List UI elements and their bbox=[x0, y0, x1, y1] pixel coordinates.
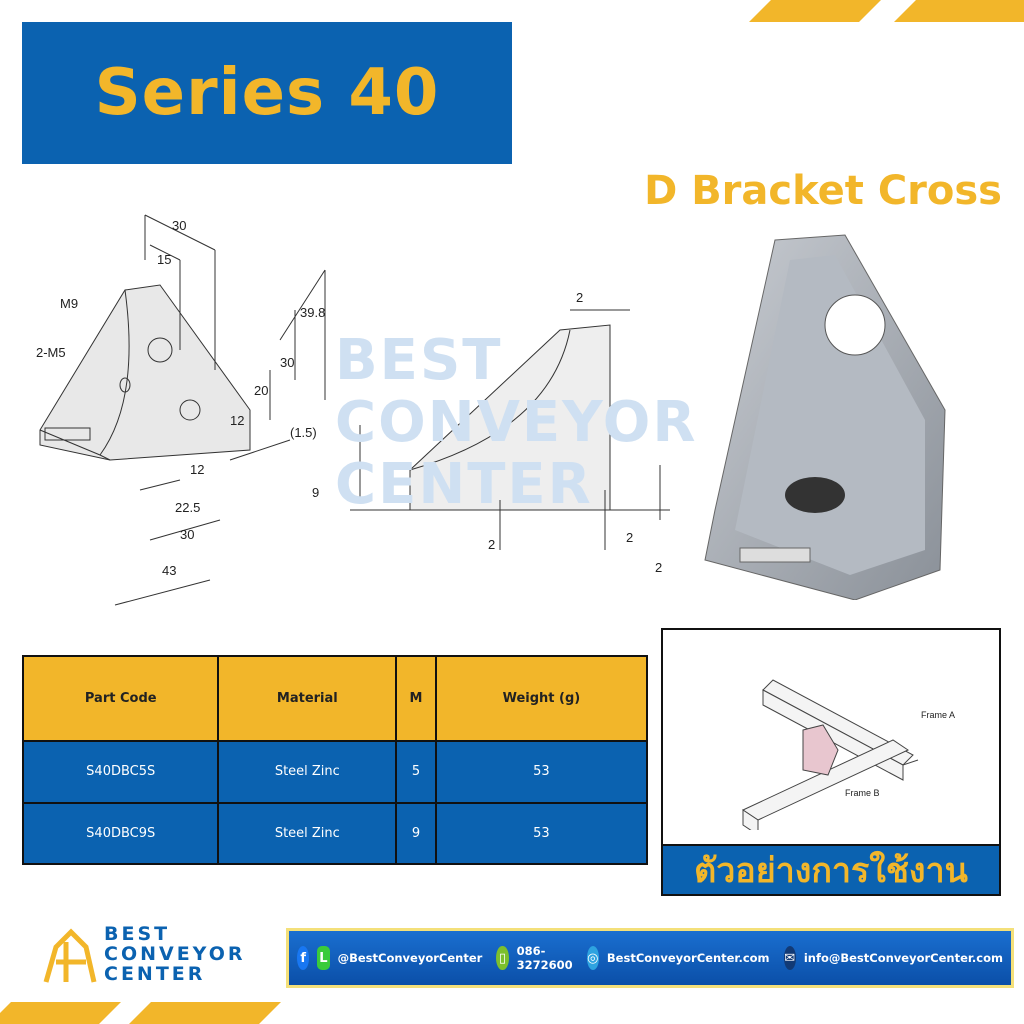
watermark-line: CONVEYOR bbox=[335, 390, 698, 455]
usage-example-panel: Frame A Frame B ตัวอย่างการใช้งาน bbox=[661, 628, 1001, 896]
dim-label: 12 bbox=[190, 462, 205, 477]
dim-label: 30 bbox=[180, 527, 195, 542]
bracket-photo bbox=[704, 234, 946, 600]
cell: 5 bbox=[395, 740, 437, 804]
col-weight: Weight (g) bbox=[434, 655, 649, 742]
usage-diagram bbox=[741, 679, 919, 830]
cell: S40DBC5S bbox=[21, 740, 220, 804]
page-title: Series 40 bbox=[94, 56, 440, 130]
decor-stripe bbox=[894, 0, 1024, 22]
dim-label: 9 bbox=[312, 485, 320, 500]
dim-label: 2 bbox=[576, 290, 584, 305]
globe-icon: ◎ bbox=[586, 946, 599, 970]
dim-label: 43 bbox=[162, 563, 177, 578]
watermark-line: CENTER bbox=[335, 452, 593, 517]
dim-label: 2-M5 bbox=[36, 345, 66, 360]
decor-stripe bbox=[129, 1002, 281, 1024]
cell: Steel Zinc bbox=[217, 801, 398, 865]
spec-table: Part Code Material M Weight (g) S40DBC5S… bbox=[21, 655, 649, 865]
email-link[interactable]: info@BestConveyorCenter.com bbox=[803, 951, 1003, 965]
website-link[interactable]: BestConveyorCenter.com bbox=[606, 951, 770, 965]
logo-emblem-icon bbox=[43, 928, 97, 983]
dim-label: 30 bbox=[280, 355, 295, 370]
usage-example-label: ตัวอย่างการใช้งาน bbox=[663, 844, 999, 894]
dim-label: 2 bbox=[626, 530, 634, 545]
dim-label: 12 bbox=[230, 413, 245, 428]
dim-label: (1.5) bbox=[290, 425, 317, 440]
cell: 53 bbox=[434, 740, 649, 804]
col-m: M bbox=[395, 655, 437, 742]
col-part-code: Part Code bbox=[21, 655, 220, 742]
watermark-line: BEST bbox=[335, 328, 503, 393]
dim-label: M9 bbox=[60, 296, 79, 311]
cell: Steel Zinc bbox=[217, 740, 398, 804]
cell: 9 bbox=[395, 801, 437, 865]
dim-label: 2 bbox=[655, 560, 663, 575]
product-subtitle: D Bracket Cross bbox=[644, 168, 1002, 214]
cell: 53 bbox=[434, 801, 649, 865]
col-material: Material bbox=[217, 655, 398, 742]
dim-label: 30 bbox=[172, 218, 187, 233]
dim-label: 39.8 bbox=[300, 305, 326, 320]
phone-icon: ▯ bbox=[496, 946, 509, 970]
email-icon: ✉ bbox=[783, 946, 796, 970]
dim-label: 2 bbox=[488, 537, 496, 552]
frame-a-label: Frame A bbox=[921, 710, 956, 720]
dim-label: 15 bbox=[157, 252, 172, 267]
social-handle[interactable]: @BestConveyorCenter bbox=[337, 951, 483, 965]
frame-b-label: Frame B bbox=[845, 788, 880, 798]
logo-text: BEST bbox=[104, 923, 171, 945]
cell: S40DBC9S bbox=[21, 801, 220, 865]
technical-drawing bbox=[39, 214, 670, 606]
dim-label: 20 bbox=[254, 383, 269, 398]
line-icon[interactable]: L bbox=[317, 946, 330, 970]
logo-text: CENTER bbox=[104, 963, 206, 985]
decor-stripe bbox=[0, 1002, 121, 1024]
phone-number[interactable]: 086-3272600 bbox=[516, 944, 573, 972]
title-banner: Series 40 bbox=[22, 22, 512, 164]
logo-text: CONVEYOR bbox=[104, 943, 246, 965]
contact-bar: f L @BestConveyorCenter ▯ 086-3272600 ◎ … bbox=[286, 928, 1014, 988]
table-header-row: Part Code Material M Weight (g) bbox=[21, 655, 649, 742]
dim-label: 22.5 bbox=[175, 500, 201, 515]
facebook-icon[interactable]: f bbox=[297, 946, 310, 970]
watermark: BEST CONVEYOR CENTER bbox=[335, 330, 697, 516]
decor-stripe bbox=[749, 0, 881, 22]
